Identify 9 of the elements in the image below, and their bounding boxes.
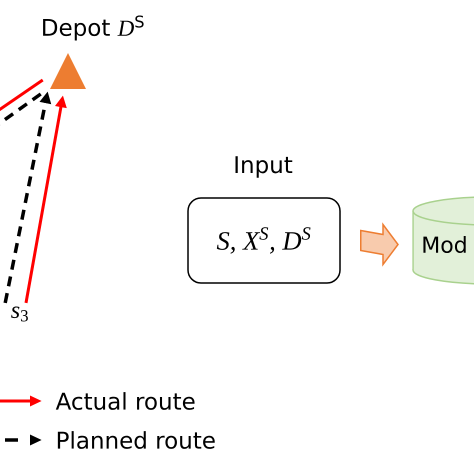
depot-label: Depot D$^{S}$ <box>43 15 144 41</box>
point-label: s$_{3}$ <box>11 306 28 322</box>
input-heading: Input <box>235 156 292 178</box>
legend-label: Planned route <box>58 431 215 449</box>
cylinder: Mod <box>412 196 474 285</box>
input-box: S, X$^{S}$, D$^{S}$ <box>187 197 341 284</box>
legend-label: Actual route <box>56 392 195 410</box>
block-arrow <box>360 222 399 267</box>
route-line <box>0 78 44 114</box>
